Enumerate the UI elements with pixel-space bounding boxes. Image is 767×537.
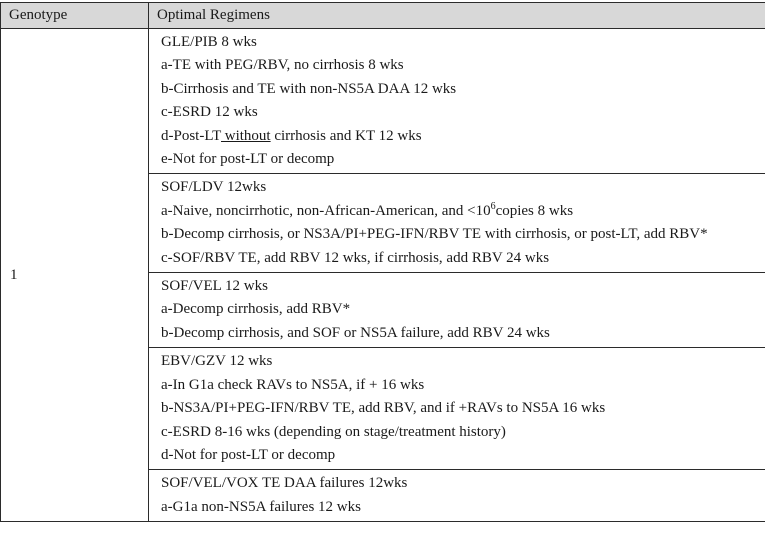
regimen-line: EBV/GZV 12 wks bbox=[161, 353, 273, 370]
table-body-row: 1 GLE/PIB 8 wks a-TE with PEG/RBV, no ci… bbox=[1, 29, 765, 522]
regimen-line: c-ESRD 8-16 wks (depending on stage/trea… bbox=[161, 423, 506, 440]
genotype-value: 1 bbox=[10, 266, 18, 283]
regimen-group-gle-pib: GLE/PIB 8 wks a-TE with PEG/RBV, no cirr… bbox=[149, 29, 765, 175]
regimen-line: b-Cirrhosis and TE with non-NS5A DAA 12 … bbox=[161, 80, 457, 97]
regimen-line: GLE/PIB 8 wks bbox=[161, 34, 257, 50]
regimen-group-ebv-gzv: EBV/GZV 12 wks a-In G1a check RAVs to NS… bbox=[149, 348, 765, 471]
regimen-group-sof-vel: SOF/VEL 12 wks a-Decomp cirrhosis, add R… bbox=[149, 273, 765, 349]
regimen-line: a-Decomp cirrhosis, add RBV* bbox=[161, 301, 351, 318]
regimen-line: a-In G1a check RAVs to NS5A, if + 16 wks bbox=[161, 376, 425, 393]
regimen-line: c-SOF/RBV TE, add RBV 12 wks, if cirrhos… bbox=[161, 249, 550, 266]
regimen-line: b-Decomp cirrhosis, and SOF or NS5A fail… bbox=[161, 324, 550, 341]
regimen-line: SOF/LDV 12wks bbox=[161, 179, 267, 196]
regimen-line: e-Not for post-LT or decomp bbox=[161, 151, 335, 168]
regimen-line: a-TE with PEG/RBV, no cirrhosis 8 wks bbox=[161, 57, 404, 74]
regimen-line: b-Decomp cirrhosis, or NS3A/PI+PEG-IFN/R… bbox=[161, 226, 708, 243]
regimen-line: a-Naive, noncirrhotic, non-African-Ameri… bbox=[161, 200, 753, 223]
regimen-line: SOF/VEL 12 wks bbox=[161, 278, 268, 295]
table-header-row: Genotype Optimal Regimens bbox=[1, 3, 765, 29]
regimen-line: c-ESRD 12 wks bbox=[161, 104, 258, 121]
regimen-group-sof-vel-vox: SOF/VEL/VOX TE DAA failures 12wks a-G1a … bbox=[149, 470, 765, 521]
genotype-column-header: Genotype bbox=[1, 3, 149, 28]
genotype-cell: 1 bbox=[1, 29, 149, 522]
regimen-line: b-NS3A/PI+PEG-IFN/RBV TE, add RBV, and i… bbox=[161, 400, 606, 417]
regimen-line: SOF/VEL/VOX TE DAA failures 12wks bbox=[161, 475, 408, 492]
superscript-exponent: 6 bbox=[490, 200, 496, 212]
regimen-line-text: d-Post-LT bbox=[161, 127, 222, 144]
regimen-line: d-Post-LT without cirrhosis and KT 12 wk… bbox=[161, 125, 753, 148]
regimens-column-header: Optimal Regimens bbox=[157, 7, 270, 23]
regimens-cell: GLE/PIB 8 wks a-TE with PEG/RBV, no cirr… bbox=[149, 29, 765, 521]
regimen-line: a-G1a non-NS5A failures 12 wks bbox=[161, 498, 361, 515]
regimen-line: d-Not for post-LT or decomp bbox=[161, 446, 336, 463]
underlined-word: without bbox=[221, 127, 271, 144]
regimen-line-text: copies 8 wks bbox=[495, 202, 574, 219]
regimen-group-sof-ldv: SOF/LDV 12wks a-Naive, noncirrhotic, non… bbox=[149, 174, 765, 274]
hcv-regimen-table: Genotype Optimal Regimens 1 GLE/PIB 8 wk… bbox=[0, 2, 765, 523]
regimen-line-text: cirrhosis and KT 12 wks bbox=[270, 127, 422, 144]
regimen-line-text: a-Naive, noncirrhotic, non-African-Ameri… bbox=[161, 202, 491, 219]
